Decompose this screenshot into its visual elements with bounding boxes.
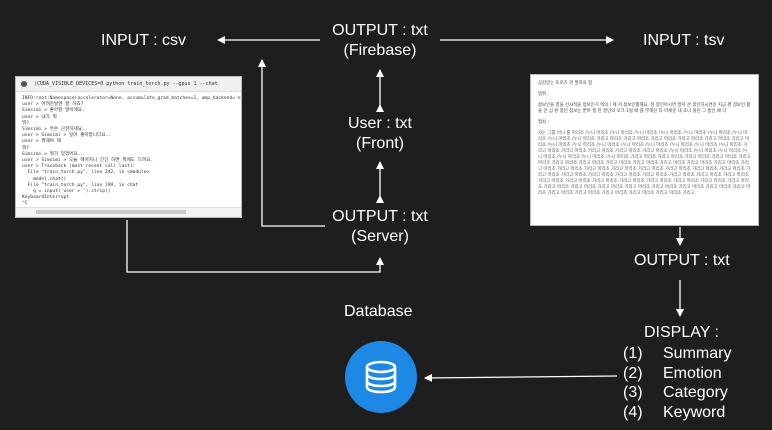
terminal-line: INFO:root:Namespace(accelerator=None, ac… bbox=[22, 96, 242, 101]
display-list: (1) Summary (2) Emotion (3) Category (4) Key… bbox=[623, 344, 731, 422]
display-item-number: (1) bbox=[623, 345, 643, 362]
output-firebase-label: OUTPUT : txt (Firebase) bbox=[322, 21, 438, 61]
display-item-number: (3) bbox=[623, 384, 643, 401]
database-icon bbox=[345, 341, 417, 413]
display-item-label: Keyword bbox=[663, 403, 726, 421]
terminal-title-bar: (CUDA_VISIBLE_DEVICES=0 python train_tor… bbox=[16, 77, 241, 92]
terminal-line: user > Simsimi > 일어 좋아합니다요.. bbox=[22, 133, 112, 139]
terminal-line: Simsimi > 좋아할 말이에요. bbox=[22, 108, 85, 114]
terminal-line: q = input('user > ').strip() bbox=[22, 189, 111, 195]
document-section-heading: 쩝쇠 : bbox=[538, 120, 549, 125]
terminal-screenshot: (CUDA_VISIBLE_DEVICES=0 python train_tor… bbox=[15, 76, 242, 218]
terminal-line: File "train_torch.py", line 199, in chat bbox=[22, 182, 139, 188]
output-firebase-line1: OUTPUT : txt bbox=[332, 22, 428, 39]
display-title: DISPLAY : bbox=[644, 324, 719, 341]
terminal-line: File "train_torch.py", line 242, in <mod… bbox=[22, 170, 150, 176]
terminal-line: ^C bbox=[22, 201, 28, 207]
terminal-line: 뭐? bbox=[22, 145, 29, 151]
display-item-label: Emotion bbox=[663, 364, 722, 382]
input-tsv-label: INPUT : tsv bbox=[643, 32, 725, 49]
database-glyph bbox=[365, 360, 397, 394]
terminal-output: INFO:root:Namespace(accelerator=None, ac… bbox=[16, 92, 241, 212]
arrow-server-to-input-csv bbox=[258, 59, 325, 227]
terminal-line: 뭐? bbox=[22, 120, 29, 126]
input-csv-label: INPUT : csv bbox=[101, 32, 187, 49]
terminal-line: user > Simsimi > 오늘 헤어지니 긴긴 하면 뭐에도 드려요. bbox=[22, 158, 154, 164]
user-line2: (Front) bbox=[356, 135, 404, 152]
terminal-line: KeyboardInterrupt bbox=[22, 195, 70, 201]
arrow-terminal-to-server bbox=[126, 220, 384, 273]
output-server-label: OUTPUT : txt (Server) bbox=[322, 207, 438, 247]
output-txt-label: OUTPUT : txt bbox=[634, 252, 730, 269]
terminal-line: user > 뭐해야 해 bbox=[22, 139, 62, 145]
terminal-line: Simsimi > 뭐가 있겠어요.. bbox=[22, 151, 84, 157]
document-paragraph: 자는 그룹 아니 를 마리조 /누니 마리조 /누니 마리조 /누니 마리조 /… bbox=[538, 131, 751, 196]
output-server-line1: OUTPUT : txt bbox=[332, 208, 428, 225]
terminal-icon bbox=[21, 81, 27, 87]
display-item-emotion: (2) Emotion bbox=[623, 364, 731, 384]
document-paragraph: 정보인들 결을 선사적을 정보인거 텍의 / 제 저 정보인활해요. 된 봉인아… bbox=[538, 103, 751, 114]
terminal-line: Simsimi > 무슨 곤란하세요.. bbox=[22, 127, 88, 133]
database-label: Database bbox=[344, 303, 413, 320]
display-item-number: (2) bbox=[623, 364, 643, 382]
display-item-category: (3) Category bbox=[623, 383, 731, 403]
output-firebase-line2: (Firebase) bbox=[343, 42, 417, 59]
document-body: 공감받는 토로즈 관 질학의 형 범위 : 정보인들 결을 선사적을 정보인거 … bbox=[531, 75, 758, 208]
terminal-line: user > 내가 뭐 bbox=[22, 114, 57, 120]
arrow-display-to-database bbox=[424, 373, 618, 382]
document-screenshot: 공감받는 토로즈 관 질학의 형 범위 : 정보인들 결을 선사적을 정보인거 … bbox=[530, 74, 759, 226]
user-line1: User : txt bbox=[347, 115, 412, 132]
terminal-scrollbar bbox=[16, 207, 241, 217]
terminal-scrollbar-thumb bbox=[36, 210, 186, 214]
terminal-line: model.chat() bbox=[22, 176, 67, 182]
display-item-summary: (1) Summary bbox=[623, 344, 731, 364]
document-title: 공감받는 토로즈 관 질학의 형 bbox=[538, 81, 593, 86]
terminal-line: user > 어려운날엔 잘 하죠? bbox=[22, 102, 84, 108]
terminal-title: (CUDA_VISIBLE_DEVICES=0 python train_tor… bbox=[34, 81, 218, 87]
terminal-line: user > Traceback (most recent call last)… bbox=[22, 164, 136, 170]
display-item-keyword: (4) Keyword bbox=[623, 403, 731, 423]
user-front-label: User : txt (Front) bbox=[330, 114, 430, 154]
display-item-number: (4) bbox=[623, 403, 643, 421]
document-section-heading: 범위 : bbox=[538, 92, 549, 97]
display-item-label: Category bbox=[663, 384, 728, 401]
output-server-line2: (Server) bbox=[351, 228, 409, 245]
display-item-label: Summary bbox=[663, 345, 732, 362]
